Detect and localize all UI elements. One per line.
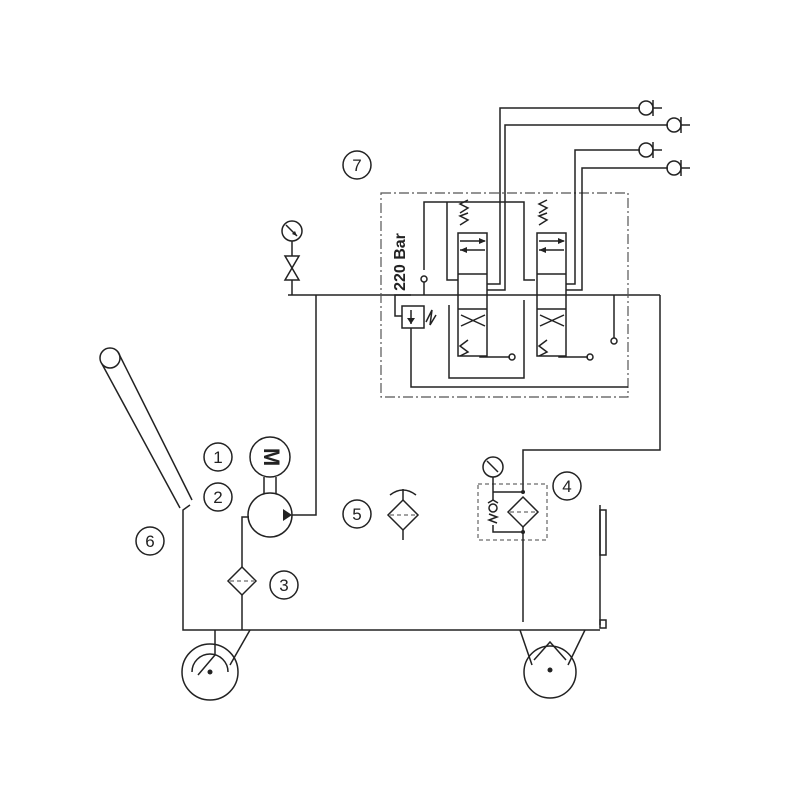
label-3: 3	[269, 570, 299, 600]
label-text: 1	[213, 448, 222, 467]
gauge-isolation-valve	[283, 255, 301, 295]
return-line	[522, 295, 661, 490]
label-6: 6	[135, 526, 165, 556]
right-wheel	[519, 629, 586, 699]
valve-block: 220 Bar	[380, 107, 668, 398]
relief-setting-label: 220 Bar	[392, 233, 409, 291]
label-text: 6	[145, 532, 154, 551]
hydraulic-pump	[247, 492, 293, 538]
tank-body	[182, 504, 607, 631]
label-text: 7	[352, 156, 361, 175]
suction-filter	[226, 516, 258, 630]
label-1: 1	[203, 442, 233, 472]
coupling-2a	[638, 142, 662, 158]
directional-valve-2	[536, 149, 668, 361]
directional-valve-1	[448, 107, 668, 379]
cart-handle	[99, 347, 193, 509]
relief-valve	[394, 294, 628, 388]
breather-filter	[386, 489, 420, 540]
pilot-line	[446, 202, 458, 281]
left-wheel	[181, 629, 251, 701]
pressure-line	[292, 295, 317, 516]
return-filter	[477, 456, 548, 622]
pressure-gauge	[281, 220, 303, 256]
label-4: 4	[552, 471, 582, 501]
quick-couplings	[638, 100, 690, 176]
label-text: 2	[213, 488, 222, 507]
label-5: 5	[342, 499, 372, 529]
electric-motor: M	[249, 436, 291, 494]
motor-letter: M	[259, 448, 284, 466]
coupling-1b	[666, 117, 690, 133]
coupling-1a	[638, 100, 662, 116]
label-text: 3	[279, 576, 288, 595]
label-2: 2	[203, 482, 233, 512]
check-valve	[420, 275, 428, 295]
coupling-2b	[666, 160, 690, 176]
pilot-line	[423, 201, 535, 281]
label-text: 4	[562, 477, 571, 496]
label-7: 7	[342, 150, 372, 180]
label-text: 5	[352, 505, 361, 524]
